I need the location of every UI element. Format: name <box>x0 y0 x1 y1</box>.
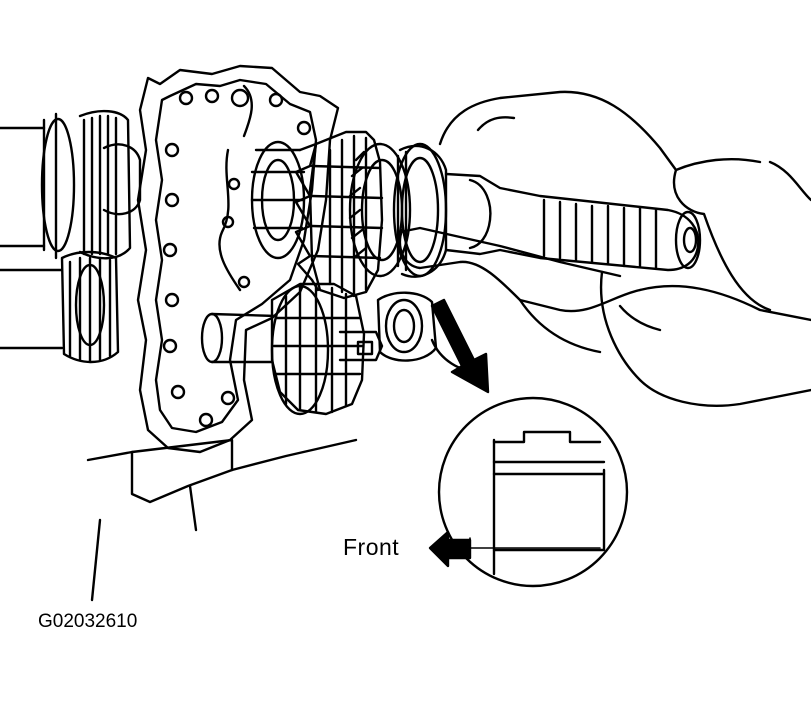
transmission-case <box>136 64 340 454</box>
synchronizer-assembly <box>348 142 448 278</box>
rear-gear-cluster <box>40 109 142 364</box>
pointer-arrow <box>430 298 490 394</box>
bench-base <box>86 438 358 602</box>
counter-gear <box>250 140 306 260</box>
technician-hands <box>398 90 811 407</box>
bearing <box>376 291 438 362</box>
left-shaft <box>0 126 64 350</box>
lower-shaft <box>200 312 384 364</box>
output-shaft <box>444 172 702 272</box>
figure-id: G02032610 <box>38 611 138 632</box>
front-label: Front <box>343 534 400 560</box>
detail-callout-circle <box>437 396 629 588</box>
front-arrow <box>428 530 601 568</box>
main-drive-gear <box>294 130 384 300</box>
lower-gear <box>270 282 366 416</box>
